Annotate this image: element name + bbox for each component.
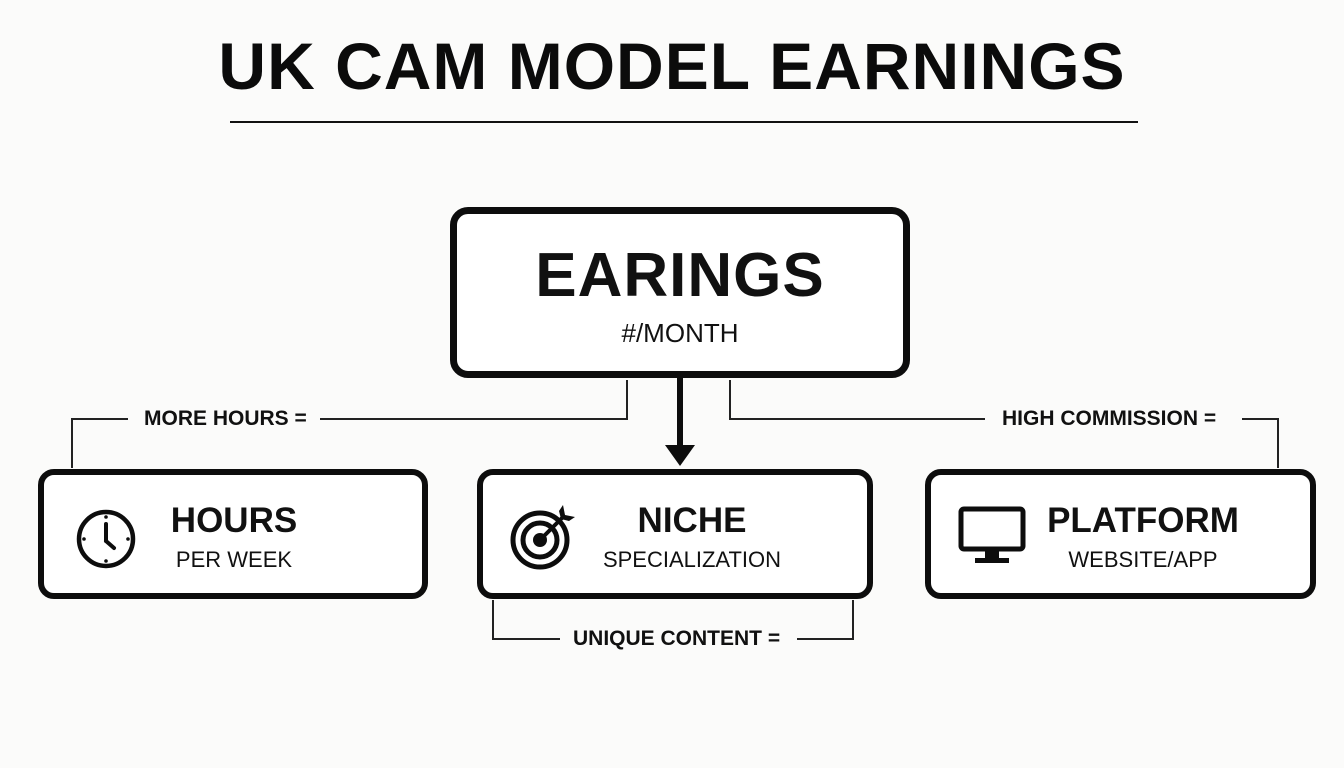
monitor-icon [958, 506, 1026, 563]
niche-connector-right [797, 600, 854, 640]
target-icon [510, 505, 575, 570]
platform-connector-end [1242, 418, 1279, 468]
niche-title: NICHE [637, 501, 747, 540]
platform-title: PLATFORM [1047, 501, 1239, 540]
hours-title: HOURS [170, 501, 298, 540]
earnings-title: EARINGS [535, 241, 825, 310]
title-divider [230, 121, 1138, 123]
hours-connector-end [71, 418, 128, 468]
main-arrow-head [665, 445, 695, 466]
niche-subtitle: SPECIALIZATION [602, 547, 782, 572]
niche-connector-label: UNIQUE CONTENT = [567, 627, 787, 651]
platform-connector [729, 380, 985, 420]
platform-subtitle: WEBSITE/APP [1068, 547, 1218, 572]
niche-card: NICHE SPECIALIZATION [477, 469, 873, 599]
page-title: UK CAM MODEL EARNINGS [218, 29, 1126, 103]
hours-connector-label: MORE HOURS = [138, 407, 313, 431]
earnings-box: EARINGS #/MONTH [450, 207, 910, 378]
hours-connector [320, 380, 628, 420]
platform-card: PLATFORM WEBSITE/APP [925, 469, 1316, 599]
earnings-subtitle: #/MONTH [621, 318, 739, 348]
platform-connector-label: HIGH COMMISSION = [996, 407, 1223, 431]
clock-icon [76, 509, 136, 569]
hours-subtitle: PER WEEK [175, 547, 293, 572]
hours-card: HOURS PER WEEK [38, 469, 428, 599]
niche-connector-left [492, 600, 560, 640]
